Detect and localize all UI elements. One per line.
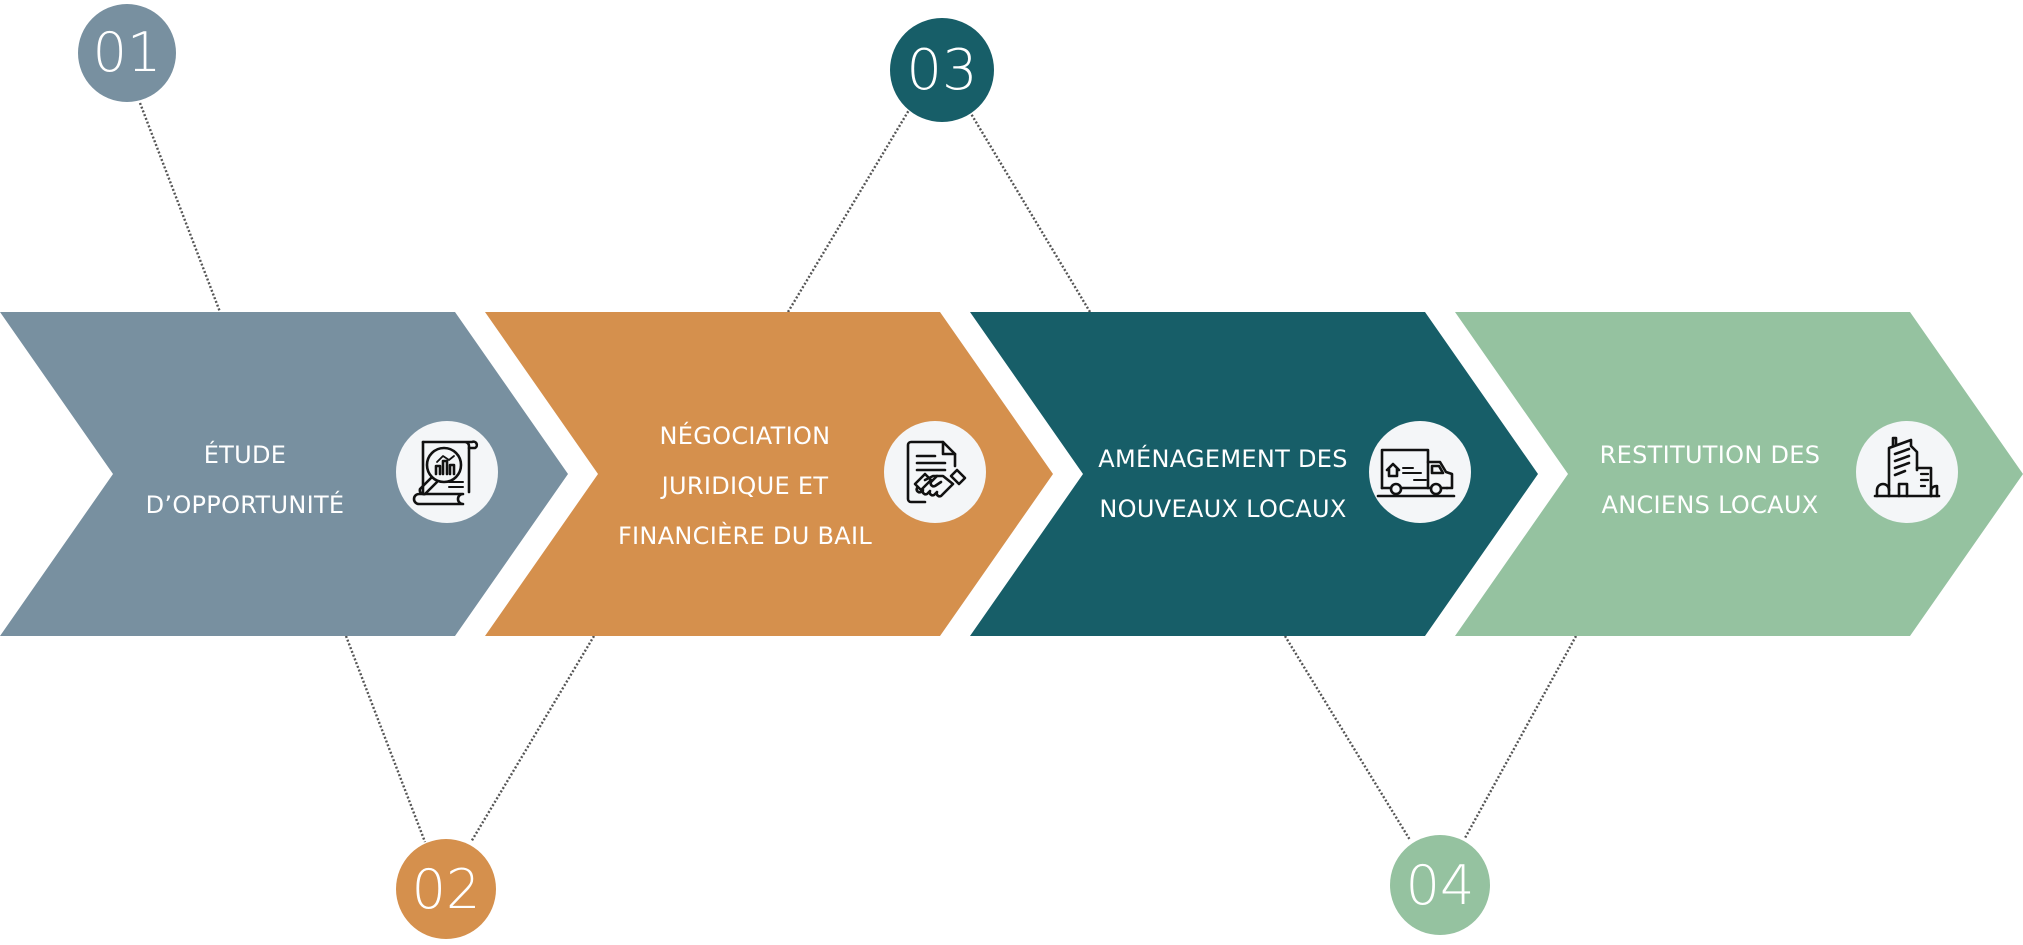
step-03-label: AMÉNAGEMENT DES NOUVEAUX LOCAUX bbox=[1085, 434, 1361, 534]
number-badge-01-text: 01 bbox=[93, 21, 162, 84]
step-03-label-line-2: NOUVEAUX LOCAUX bbox=[1099, 495, 1347, 523]
office-building-icon bbox=[1873, 436, 1941, 498]
connector-03-left bbox=[786, 109, 911, 313]
number-badge-03: 03 bbox=[890, 18, 994, 122]
icon-step-04 bbox=[1856, 421, 1958, 523]
moving-truck-icon bbox=[1376, 448, 1456, 498]
number-badge-04-text: 04 bbox=[1406, 854, 1475, 917]
number-badge-01: 01 bbox=[78, 4, 176, 102]
number-badge-04: 04 bbox=[1390, 835, 1490, 935]
chevron-step-03 bbox=[970, 312, 1538, 636]
icon-step-03 bbox=[1369, 421, 1471, 523]
contract-handshake-icon bbox=[906, 440, 967, 504]
connector-02-left bbox=[344, 635, 427, 843]
icon-step-02 bbox=[884, 421, 986, 523]
step-02-label-line-2: JURIDIQUE ET bbox=[661, 472, 829, 500]
step-04-label-line-1: RESTITUTION DES bbox=[1599, 441, 1821, 469]
number-badges: 01 02 03 04 bbox=[78, 4, 1490, 939]
chevron-arrows bbox=[0, 312, 2023, 636]
chevron-step-04 bbox=[1455, 312, 2023, 636]
connector-03-right bbox=[968, 111, 1092, 313]
number-badge-02-text: 02 bbox=[412, 858, 481, 921]
connector-lines bbox=[138, 102, 1578, 843]
icon-step-01 bbox=[396, 421, 498, 523]
connector-04-left bbox=[1283, 635, 1412, 841]
step-02-label: NÉGOCIATION JURIDIQUE ET FINANCIÈRE DU B… bbox=[595, 411, 895, 561]
connector-04-right bbox=[1463, 635, 1578, 839]
step-03-label-line-1: AMÉNAGEMENT DES bbox=[1098, 445, 1348, 473]
chevron-step-02 bbox=[485, 312, 1053, 636]
icon-circles bbox=[396, 421, 1958, 523]
step-04-label-line-2: ANCIENS LOCAUX bbox=[1601, 491, 1819, 519]
number-badge-03-text: 03 bbox=[906, 38, 977, 103]
step-01-label-line-1: ÉTUDE bbox=[203, 441, 287, 469]
step-02-label-line-1: NÉGOCIATION bbox=[659, 422, 831, 450]
step-01-label-line-2: D’OPPORTUNITÉ bbox=[145, 491, 345, 519]
connector-01 bbox=[138, 102, 222, 313]
document-analysis-magnifier-icon bbox=[412, 440, 479, 506]
step-04-label: RESTITUTION DES ANCIENS LOCAUX bbox=[1580, 430, 1840, 530]
connector-02-right bbox=[469, 635, 596, 843]
chevron-step-01 bbox=[0, 312, 568, 636]
step-02-label-line-3: FINANCIÈRE DU BAIL bbox=[617, 522, 873, 550]
step-01-label: ÉTUDE D’OPPORTUNITÉ bbox=[120, 430, 370, 530]
number-badge-02: 02 bbox=[396, 839, 496, 939]
